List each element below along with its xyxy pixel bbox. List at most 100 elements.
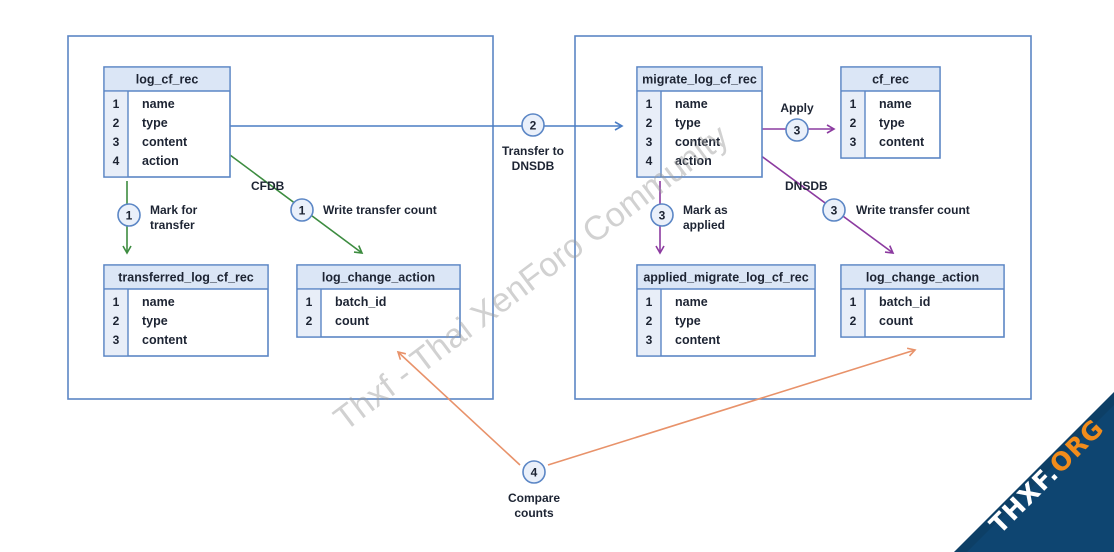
row-number: 4 bbox=[113, 154, 120, 168]
step-number: 2 bbox=[530, 118, 537, 132]
step-label: Apply bbox=[780, 101, 814, 115]
row-field: content bbox=[675, 333, 721, 347]
table-title: log_cf_rec bbox=[136, 73, 199, 87]
row-number: 1 bbox=[850, 295, 857, 309]
index-column bbox=[297, 289, 321, 337]
table-title: cf_rec bbox=[872, 73, 909, 87]
step-label: counts bbox=[514, 506, 554, 520]
row-number: 3 bbox=[850, 135, 857, 149]
step-circle bbox=[822, 198, 846, 222]
step-number: 1 bbox=[126, 208, 133, 222]
table-log-change-action-left: log_change_action 1 batch_id 2 count bbox=[296, 264, 461, 338]
row-field: batch_id bbox=[879, 295, 930, 309]
row-number: 1 bbox=[306, 295, 313, 309]
step-circle bbox=[290, 198, 314, 222]
row-number: 2 bbox=[113, 314, 120, 328]
row-number: 2 bbox=[113, 116, 120, 130]
row-field: type bbox=[142, 314, 168, 328]
cfdb-label: CFDB bbox=[251, 179, 285, 193]
row-field: name bbox=[142, 97, 175, 111]
index-column bbox=[637, 91, 661, 177]
step-number: 4 bbox=[531, 465, 538, 479]
row-number: 2 bbox=[306, 314, 313, 328]
index-column bbox=[104, 289, 128, 356]
index-column bbox=[841, 91, 865, 158]
row-number: 3 bbox=[113, 135, 120, 149]
step-number: 3 bbox=[794, 123, 801, 137]
step-label: transfer bbox=[150, 218, 195, 232]
row-field: name bbox=[675, 295, 708, 309]
row-number: 1 bbox=[646, 97, 653, 111]
step-label: Write transfer count bbox=[323, 203, 437, 217]
step-number: 1 bbox=[299, 203, 306, 217]
corner-badge: THXF.ORG bbox=[954, 392, 1114, 552]
row-number: 1 bbox=[646, 295, 653, 309]
compare-left-arrow bbox=[396, 350, 521, 466]
index-column bbox=[841, 289, 865, 337]
row-number: 1 bbox=[113, 295, 120, 309]
row-field: count bbox=[879, 314, 914, 328]
table-header bbox=[637, 67, 762, 91]
tables: log_cf_rec 1 name 2 type 3 content 4 action trans… bbox=[103, 66, 1005, 357]
cfdb-frame bbox=[67, 35, 494, 400]
table-header bbox=[637, 265, 815, 289]
table-transferred-log-cf-rec: transferred_log_cf_rec 1 name 2 type 3 content bbox=[103, 264, 269, 357]
compare-right-arrow bbox=[547, 347, 917, 466]
step-label: Transfer to bbox=[502, 144, 564, 158]
step-label: Compare bbox=[508, 491, 560, 505]
row-field: count bbox=[335, 314, 370, 328]
step-circle bbox=[521, 113, 545, 137]
index-column bbox=[104, 91, 128, 177]
row-number: 3 bbox=[646, 135, 653, 149]
table-title: transferred_log_cf_rec bbox=[118, 271, 254, 285]
row-field: type bbox=[675, 314, 701, 328]
dnsdb-frame bbox=[574, 35, 1032, 400]
dnsdb-label: DNSDB bbox=[785, 179, 828, 193]
table-header bbox=[841, 67, 940, 91]
row-field: type bbox=[142, 116, 168, 130]
table-header bbox=[104, 265, 268, 289]
badge-ribbon-inner bbox=[967, 405, 1114, 552]
row-number: 2 bbox=[646, 314, 653, 328]
row-number: 2 bbox=[646, 116, 653, 130]
index-column bbox=[637, 289, 661, 356]
row-number: 1 bbox=[850, 97, 857, 111]
row-field: action bbox=[142, 154, 179, 168]
row-field: content bbox=[142, 333, 188, 347]
row-number: 1 bbox=[113, 97, 120, 111]
row-field: batch_id bbox=[335, 295, 386, 309]
table-log-cf-rec: log_cf_rec 1 name 2 type 3 content 4 action bbox=[103, 66, 231, 178]
step-apply: 3 Apply bbox=[780, 101, 814, 142]
step-circle bbox=[522, 460, 546, 484]
step-label: Mark as bbox=[683, 203, 728, 217]
table-title: log_change_action bbox=[866, 271, 979, 285]
row-number: 2 bbox=[850, 314, 857, 328]
row-number: 4 bbox=[646, 154, 653, 168]
step-label: Mark for bbox=[150, 203, 198, 217]
table-title: log_change_action bbox=[322, 271, 435, 285]
step-circle bbox=[117, 203, 141, 227]
step-label: applied bbox=[683, 218, 725, 232]
row-number: 3 bbox=[646, 333, 653, 347]
row-number: 3 bbox=[113, 333, 120, 347]
step-number: 3 bbox=[659, 208, 666, 222]
table-title: migrate_log_cf_rec bbox=[642, 73, 757, 87]
table-header bbox=[841, 265, 1004, 289]
row-field: content bbox=[879, 135, 925, 149]
step-circle bbox=[650, 203, 674, 227]
table-log-change-action-right: log_change_action 1 batch_id 2 count bbox=[840, 264, 1005, 338]
row-field: content bbox=[675, 135, 721, 149]
table-header bbox=[104, 67, 230, 91]
row-field: name bbox=[142, 295, 175, 309]
step-label: Write transfer count bbox=[856, 203, 970, 217]
row-field: content bbox=[142, 135, 188, 149]
row-field: action bbox=[675, 154, 712, 168]
